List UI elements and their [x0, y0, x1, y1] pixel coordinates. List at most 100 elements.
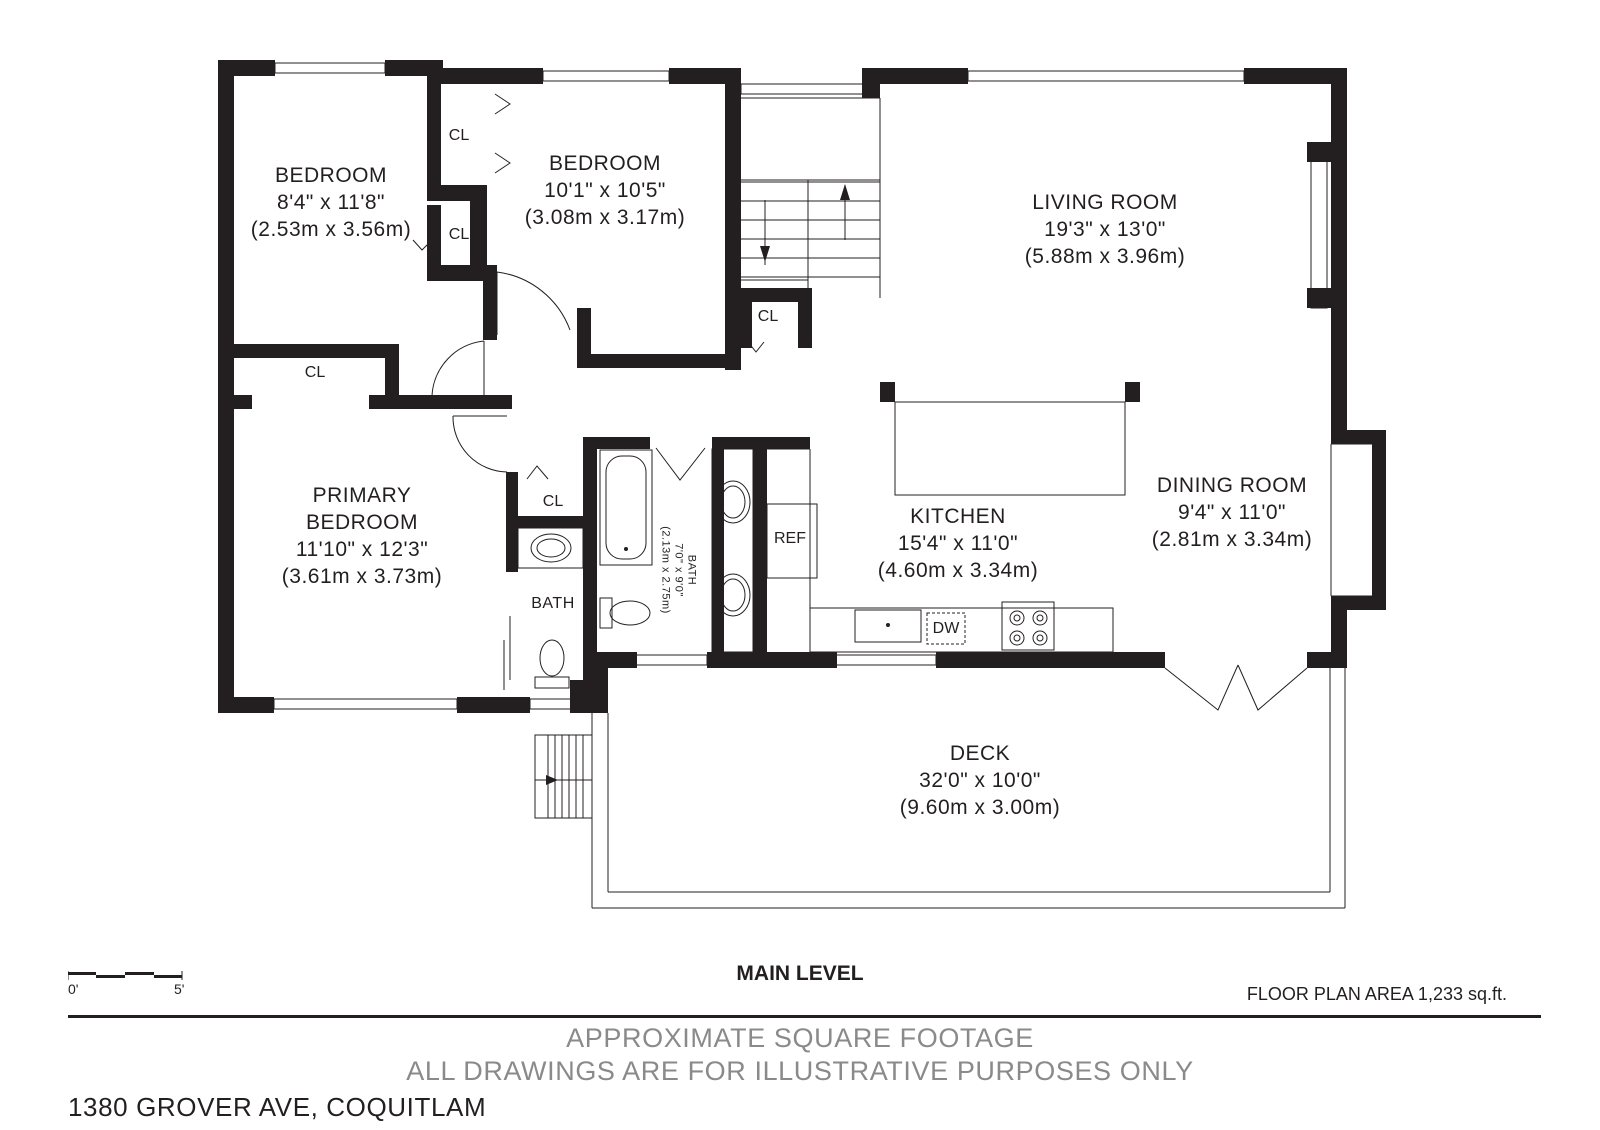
wall [1372, 430, 1386, 610]
stove-burner [1036, 634, 1044, 642]
room-dimensions-imperial: 10'1" x 10'5" [544, 179, 666, 202]
window [542, 70, 670, 82]
room-dimensions-imperial: 32'0" x 10'0" [919, 769, 1041, 792]
wall [234, 395, 252, 409]
wall [483, 265, 497, 340]
wall [218, 697, 274, 713]
refrigerator [766, 503, 818, 579]
wall [218, 60, 234, 712]
scale-end-label: 5' [174, 981, 185, 997]
room-label-bath-main: BATH 7'0" x 9'0" (2.13m x 2.75m) [659, 526, 698, 614]
counter [809, 607, 1114, 653]
room-label-bedroom-3: BEDROOM 10'1" x 10'5" (3.08m x 3.17m) [525, 150, 685, 231]
stove-burner [1013, 634, 1021, 642]
wall [880, 382, 895, 402]
window [1310, 157, 1328, 309]
room-name: BEDROOM [274, 164, 388, 187]
stove-burner [1009, 610, 1025, 626]
window [273, 698, 458, 710]
room-name: DECK [949, 742, 1011, 765]
dishwasher-label: DW [932, 620, 960, 637]
sink-basin [720, 578, 746, 612]
sink-icon [715, 480, 751, 524]
room-dimensions-metric: (2.53m x 3.56m) [250, 218, 412, 241]
closet-label: CL [304, 364, 326, 381]
wall [712, 437, 724, 652]
room-label-bath-small: BATH [531, 594, 574, 614]
kitchen-sink-icon [854, 609, 922, 643]
room-name: BEDROOM [548, 152, 662, 175]
refrigerator-label: REF [774, 530, 806, 547]
bathtub-drain [624, 547, 628, 551]
window [274, 62, 386, 74]
room-dimensions-metric: (4.60m x 3.34m) [877, 559, 1039, 582]
wall [369, 395, 512, 409]
disclaimer-line-1: APPROXIMATE SQUARE FOOTAGE [566, 1023, 1034, 1053]
wall [936, 652, 1165, 668]
kitchen-island [894, 401, 1126, 496]
window [967, 70, 1245, 82]
wall [707, 652, 837, 668]
room-dimensions-metric: (3.61m x 3.73m) [281, 565, 443, 588]
sink-basin [720, 485, 746, 519]
stove-burner [1032, 610, 1048, 626]
window [740, 83, 864, 95]
stove-burner [1032, 630, 1048, 646]
property-address: 1380 GROVER AVE, COQUITLAM [68, 1092, 487, 1122]
room-label-primary-bedroom: PRIMARY BEDROOM 11'10" x 12'3" (3.61m x … [282, 482, 442, 590]
wall [234, 344, 399, 358]
disclaimer-line-2: ALL DRAWINGS ARE FOR ILLUSTRATIVE PURPOS… [406, 1056, 1194, 1086]
french-door-icon [1164, 664, 1239, 711]
door-swing-arc [496, 271, 571, 331]
footer-divider [68, 1015, 1541, 1018]
wall [218, 60, 275, 76]
wall [583, 437, 650, 449]
deck-stair [534, 734, 593, 819]
room-label-dining-room: DINING ROOM 9'4" x 11'0" (2.81m x 3.34m) [1152, 472, 1312, 553]
french-door-icon [1237, 664, 1308, 711]
wall [862, 68, 968, 84]
wall [506, 516, 586, 528]
wall [427, 68, 441, 190]
wall [1331, 68, 1347, 444]
wall [583, 437, 597, 697]
sink-drain [886, 623, 890, 627]
closet-door-chevron-icon [494, 93, 511, 115]
vanity [711, 448, 754, 653]
stair-arrow-icon [546, 775, 558, 785]
room-name-line-2: BEDROOM [305, 511, 419, 534]
room-dimensions-imperial: 8'4" x 11'8" [277, 191, 385, 214]
room-dimensions-metric: (2.13m x 2.75m) [659, 526, 672, 614]
scale-start-label: 0' [68, 981, 79, 997]
wall [577, 308, 591, 368]
toilet-tank [599, 597, 613, 629]
closet-label: CL [757, 308, 779, 325]
closet-label: CL [448, 226, 470, 243]
door-chevron-icon [655, 447, 706, 481]
wall [427, 68, 543, 84]
wall [1125, 382, 1140, 402]
wall [1331, 596, 1347, 668]
disclaimer: APPROXIMATE SQUARE FOOTAGE ALL DRAWINGS … [406, 1022, 1193, 1088]
scale-bar [68, 971, 183, 980]
bathtub-basin [605, 455, 647, 560]
toilet-icon [609, 600, 651, 626]
wall [669, 68, 741, 84]
toilet-icon [539, 639, 565, 677]
closet-label: CL [542, 493, 564, 510]
closet-door-chevron-icon [747, 341, 765, 353]
room-dimensions-metric: (3.08m x 3.17m) [524, 206, 686, 229]
room-label-deck: DECK 32'0" x 10'0" (9.60m x 3.00m) [900, 740, 1060, 821]
window [635, 654, 708, 666]
room-label-living-room: LIVING ROOM 19'3" x 13'0" (5.88m x 3.96m… [1025, 189, 1185, 270]
room-label-bedroom-2: BEDROOM 8'4" x 11'8" (2.53m x 3.56m) [251, 162, 411, 243]
wall [427, 205, 441, 280]
room-name: LIVING ROOM [1032, 191, 1178, 214]
sink-icon [530, 533, 572, 563]
closet-label: CL [448, 127, 470, 144]
room-dimensions-imperial: 15'4" x 11'0" [897, 532, 1019, 555]
room-label-kitchen: KITCHEN 15'4" x 11'0" (4.60m x 3.34m) [878, 503, 1038, 584]
floor-area-note: FLOOR PLAN AREA 1,233 sq.ft. [1246, 984, 1507, 1004]
stove-icon [1001, 601, 1055, 651]
